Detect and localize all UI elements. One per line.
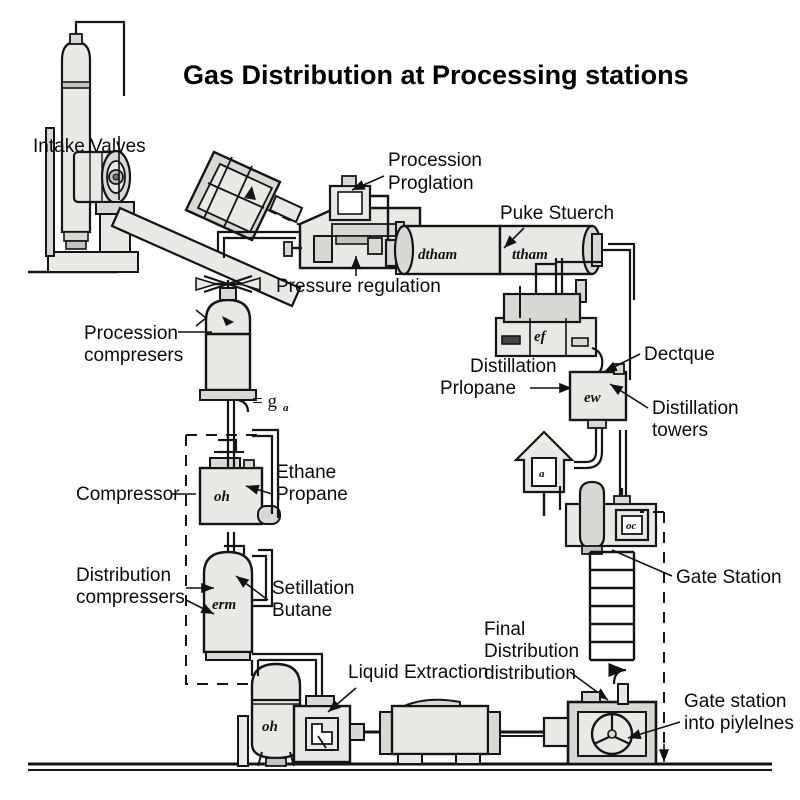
twin-separator-vessels [393, 221, 603, 276]
vessel-a [402, 224, 502, 276]
tag-tower-box: ew [584, 390, 602, 406]
gauge-sign-post [513, 430, 575, 516]
label-equals-g: = g [252, 391, 277, 412]
distillation-unit [494, 286, 604, 376]
gate-station-rack [588, 550, 636, 662]
label-puke-stuerch: Puke Stuerch [500, 203, 614, 224]
leader-gate-station-pipelines [627, 721, 681, 740]
extraction-vessel [237, 662, 302, 767]
label-compressor: Compressor [76, 484, 180, 505]
valve-handle-top [195, 275, 261, 293]
label-ethane-propane-line1: Ethane [276, 462, 336, 483]
label-ethane-propane-line2: Propane [276, 484, 348, 505]
label-dectque: Dectque [644, 344, 715, 365]
tag-gauge-sign: a [539, 468, 545, 480]
compressor-bypass-pipe [226, 400, 280, 518]
leader-ethane-propane [245, 484, 273, 495]
leader-gate-station [611, 549, 673, 577]
vessel-drain-hook [237, 398, 250, 413]
label-intake-valves: Intake Valves [33, 136, 146, 157]
label-procession-compresers-line1: Procession [84, 323, 178, 344]
angled-heat-exchanger [184, 150, 304, 242]
dashed-process-boundary [185, 434, 262, 685]
tag-vessel-b: ttham [512, 247, 548, 263]
tag-extraction-vessel: oh [262, 719, 278, 735]
label-distillation-towers-line2: towers [652, 420, 708, 441]
pipe-intake-to-vessel [216, 230, 302, 258]
label-distillation-prlopane-line1: Distillation [470, 356, 557, 377]
label-distillation-towers-line1: Distillation [652, 398, 739, 419]
distribution-bypass-pipe [252, 548, 274, 608]
label-setillation-butane-line1: Setillation [272, 578, 354, 599]
intake-pump-motor [72, 149, 135, 253]
label-procession-proglation-line1: Procession [388, 150, 482, 171]
label-procession-proglation-line2: Proglation [388, 173, 474, 194]
motor-pump-set [364, 698, 544, 765]
label-distribution-compressers-line1: Distribution [76, 565, 171, 586]
label-setillation-butane-line2: Butane [272, 600, 332, 621]
label-final-distribution-line1: Final [484, 619, 525, 640]
label-gate-station-pipelines-line2: into piylelnes [684, 713, 794, 734]
label-distribution-compressers-line2: compressers [76, 587, 185, 608]
tag-distillation-unit: ef [534, 329, 548, 345]
dashed-outlet-boundary [640, 511, 665, 752]
leader-procession-proglation [351, 175, 385, 191]
tag-vessel-a: dtham [418, 247, 457, 263]
page-title: Gas Distribution at Processing stations [183, 60, 689, 90]
label-gate-station-pipelines-line1: Gate station [684, 691, 786, 712]
label-final-distribution-line3: distribution [484, 663, 576, 684]
label-procession-compresers-line2: compresers [84, 345, 183, 366]
leader-dectque [603, 353, 641, 373]
label-distillation-prlopane-line2: Prlopane [440, 378, 516, 399]
label-final-distribution-line2: Distribution [484, 641, 579, 662]
leader-distillation-towers [609, 383, 649, 409]
leader-setillation-butane [235, 575, 269, 601]
label-liquid-extraction: Liquid Extraction [348, 662, 488, 683]
compressor-unit [198, 438, 281, 526]
tag-gate-meter: oc [626, 520, 637, 532]
right-lower-piping [558, 428, 628, 510]
extraction-inlet-piping [250, 652, 324, 700]
tag-distribution-vessel: erm [212, 597, 236, 613]
tag-compressor-unit: oh [214, 489, 230, 505]
leader-distribution-compressers-2 [185, 599, 215, 615]
label-gate-station: Gate Station [676, 567, 782, 588]
label-equals-g-subscript: a [283, 402, 289, 414]
leader-liquid-extraction [327, 687, 357, 713]
label-pressure-regulation: Pressure regulation [276, 276, 441, 297]
liquid-extraction-box [292, 695, 365, 764]
leader-puke-stuerch [503, 227, 525, 249]
leader-final-distribution [569, 671, 609, 701]
